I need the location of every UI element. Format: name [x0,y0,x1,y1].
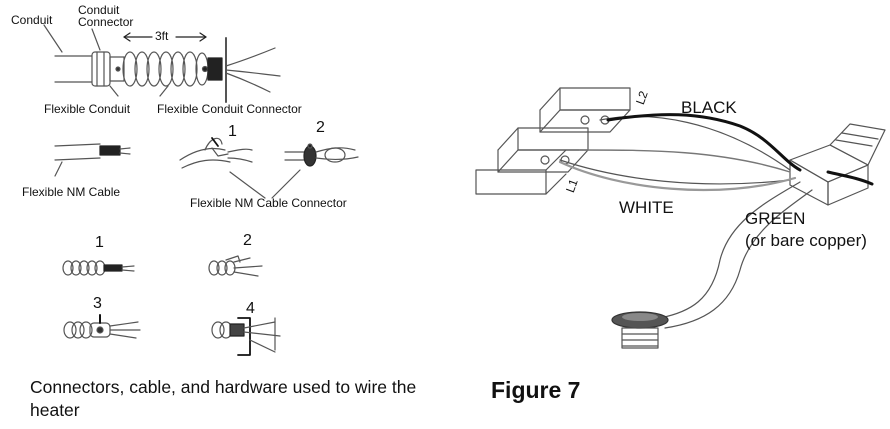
flexible-conduit-connector-body [207,37,281,103]
cable-sheath [559,115,813,329]
bottom-step-3 [63,314,141,339]
label-flexible-conduit-connector: Flexible Conduit Connector [157,102,302,116]
terminal-block-middle [497,127,589,173]
label-flexible-conduit: Flexible Conduit [44,102,131,116]
label-step-top-2: 2 [316,119,325,136]
black-wire-exit [826,170,874,186]
green-wire [579,149,791,173]
heater-element [611,311,669,349]
nm-connector-step-1 [179,137,253,169]
caption: Connectors, cable, and hardware used to … [30,377,417,420]
label-white: WHITE [619,198,674,217]
label-flexible-nm-cable-connector: Flexible NM Cable Connector [190,196,347,210]
bottom-step-2 [208,255,263,277]
label-conduit-connector-line1: Conduit [78,3,120,17]
flexible-conduit-coils [109,51,209,87]
label-length: 3ft [155,29,169,43]
terminal-block-top [539,87,631,133]
label-step-4: 4 [246,300,255,317]
label-green: GREEN [745,209,806,228]
figure-title: Figure 7 [491,377,581,403]
label-step-3: 3 [93,295,102,312]
nm-cable [54,143,131,177]
length-arrow [123,32,207,42]
label-flexible-nm-cable: Flexible NM Cable [22,185,121,199]
nm-connector-step-2 [284,143,359,167]
electrical-box [789,123,886,206]
label-black: BLACK [681,98,737,117]
black-wire [606,113,802,172]
terminal-block-bottom [475,149,567,195]
bottom-step-1 [62,260,135,276]
white-wire [558,160,797,192]
label-step-1: 1 [95,234,104,251]
label-conduit: Conduit [11,13,53,27]
bottom-step-4 [211,317,281,356]
label-step-2: 2 [243,232,252,249]
leader-lines [43,24,169,97]
label-step-top-1: 1 [228,123,237,140]
rigid-conduit [54,51,111,87]
nm-connector-leaders [229,169,301,199]
label-conduit-connector-line2: Connector [78,15,134,29]
label-green-note: (or bare copper) [745,231,867,250]
